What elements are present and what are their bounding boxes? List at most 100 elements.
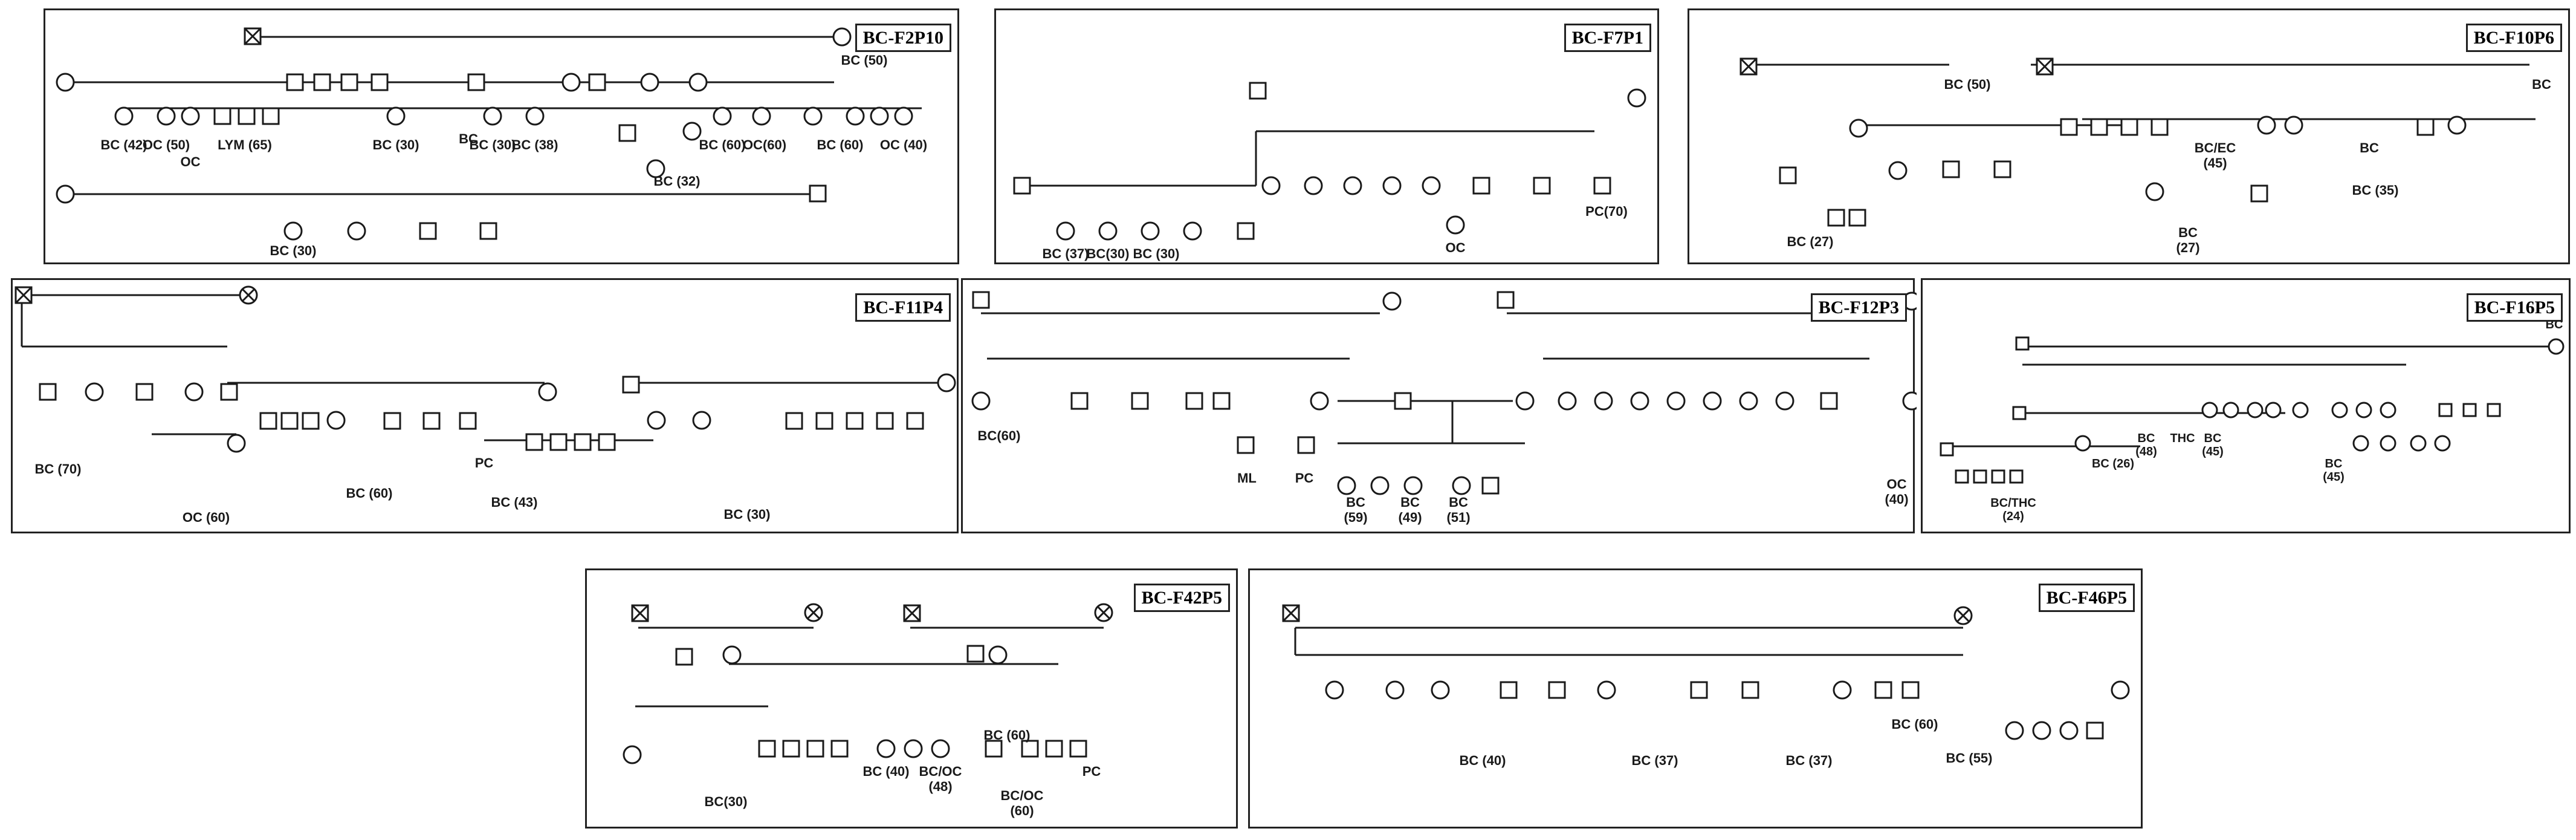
pedigree-lines <box>1947 345 2551 448</box>
pedigree-label: BC <box>1449 495 1468 510</box>
pedigree-label: (27) <box>2176 240 2199 255</box>
pedigree-label: BC (37) <box>1631 753 1678 768</box>
pedigree-title: BC-F42P5 <box>1133 584 1230 612</box>
pedigree-label: OC <box>1887 477 1907 492</box>
pedigree-label: BC <box>1400 495 1420 510</box>
pedigree-label: BC (32) <box>653 174 700 189</box>
pedigree-panel-bc-f46p5: BC (40) BC (37) BC (37) BC (60) BC (55) … <box>1248 568 2143 829</box>
pedigree-label: BC <box>2532 77 2551 92</box>
pedigree-diagram: PC(70) BC (37) BC(30) BC (30) OC <box>1013 82 1646 261</box>
pedigree-label: BC (38) <box>511 137 558 152</box>
pedigree-label-texts: BC (50) BC BC/EC (45) BC BC (35) BC (27)… <box>1787 77 2551 255</box>
pedigree-diagram: BC (50) BC BC/EC (45) BC BC (35) BC (27)… <box>1739 57 2551 255</box>
pedigree-label: BC <box>2138 432 2155 445</box>
pedigree-title: BC-F2P10 <box>855 24 951 52</box>
pedigree-label: BC (27) <box>1787 234 1833 249</box>
pedigree-diagram: BC (50) BC BC (42) OC (50) OC LYM (65) B… <box>56 27 927 258</box>
pedigree-symbols <box>1282 604 2130 740</box>
pedigree-diagram: BC (40) BC (37) BC (37) BC (60) BC (55) <box>1282 604 2130 768</box>
pedigree-panel-bc-f12p3: BC(60) ML PC BC (59) BC (49) BC (51) OC … <box>961 278 1917 533</box>
pedigree-label: (48) <box>928 779 952 794</box>
pedigree-label: (59) <box>1344 510 1367 525</box>
pedigree-label: (45) <box>2323 470 2345 484</box>
pedigree-label: BC (35) <box>2352 183 2398 198</box>
pedigree-lines <box>1029 130 1594 187</box>
pedigree-label: BC (30) <box>270 243 316 258</box>
pedigree-label: BC <box>2360 140 2379 155</box>
pedigree-lines <box>1294 627 1963 656</box>
pedigree-lines <box>21 294 943 441</box>
pedigree-symbols <box>15 285 956 453</box>
pedigree-label-texts: BC (60) BC (40) BC/OC (48) BC/OC (60) PC… <box>705 728 1101 818</box>
pedigree-title: BC-F7P1 <box>1564 24 1651 52</box>
pedigree-label: OC (40) <box>880 137 927 152</box>
pedigree-label: (60) <box>1010 803 1034 818</box>
pedigree-label: PC <box>1083 764 1101 779</box>
pedigree-panel-bc-f11p4: BC (70) OC (60) BC (60) PC BC (43) BC (3… <box>11 278 959 533</box>
pedigree-label: BC <box>2204 432 2222 445</box>
pedigree-title: BC-F46P5 <box>2038 584 2135 612</box>
pedigree-label: BC (60) <box>346 486 392 501</box>
pedigree-label-texts: BC BC (48) THC BC (45) BC (26) BC/THC (2… <box>1990 318 2563 523</box>
pedigree-label: BC (40) <box>1459 753 1506 768</box>
pedigree-label: BC (30) <box>723 507 770 522</box>
pedigree-label: BC (37) <box>1042 246 1089 261</box>
pedigree-title: BC-F12P3 <box>1810 293 1907 322</box>
pedigree-label: BC (30) <box>372 137 419 152</box>
pedigree-label: ML <box>1237 470 1257 486</box>
pedigree-label: (48) <box>2135 445 2157 458</box>
pedigree-diagram: BC (70) OC (60) BC (60) PC BC (43) BC (3… <box>15 285 956 525</box>
pedigree-label: OC (50) <box>143 137 190 152</box>
pedigree-symbols <box>56 27 913 241</box>
pedigree-symbols <box>1013 82 1646 241</box>
pedigree-label: BC (60) <box>1891 717 1938 732</box>
pedigree-label: (40) <box>1885 492 1908 507</box>
pedigree-title: BC-F11P4 <box>855 293 951 322</box>
pedigree-panel-bc-f7p1: PC(70) BC (37) BC(30) BC (30) OC BC-F7P1 <box>994 8 1659 264</box>
pedigree-label: BC (30) <box>1133 246 1179 261</box>
pedigree-label: BC (37) <box>1785 753 1832 768</box>
pedigree-label: OC <box>181 154 201 169</box>
pedigree-label: BC/OC <box>1001 788 1044 803</box>
pedigree-label: BC/OC <box>919 764 962 779</box>
pedigree-panel-bc-f16p5: BC BC (48) THC BC (45) BC (26) BC/THC (2… <box>1921 278 2571 533</box>
pedigree-diagram: BC (60) BC (40) BC/OC (48) BC/OC (60) PC… <box>623 603 1113 818</box>
pedigree-label-texts: PC(70) BC (37) BC(30) BC (30) OC <box>1042 204 1627 261</box>
pedigree-label: BC/THC <box>1990 497 2036 510</box>
pedigree-title: BC-F10P6 <box>2465 24 2562 52</box>
pedigree-lines <box>981 312 1906 444</box>
pedigree-label-texts: BC(60) ML PC BC (59) BC (49) BC (51) OC … <box>978 428 1909 525</box>
pedigree-label: BC (42) <box>100 137 147 152</box>
pedigree-label: BC (26) <box>2092 457 2134 470</box>
pedigree-label: BC (40) <box>862 764 909 779</box>
pedigree-symbols <box>1739 57 2467 227</box>
pedigree-label: BC (60) <box>817 137 863 152</box>
pedigree-panel-bc-f2p10: BC (50) BC BC (42) OC (50) OC LYM (65) B… <box>44 8 959 264</box>
pedigree-label: PC <box>1295 470 1314 486</box>
pedigree-label: BC <box>2178 225 2198 240</box>
pedigree-label: BC (60) <box>699 137 745 152</box>
pedigree-label: BC <box>2325 457 2343 470</box>
pedigree-label: (49) <box>1398 510 1422 525</box>
pedigree-label-texts: BC (70) OC (60) BC (60) PC BC (43) BC (3… <box>34 455 770 525</box>
pedigree-diagram: BC(60) ML PC BC (59) BC (49) BC (51) OC … <box>971 291 1917 525</box>
pedigree-lines <box>635 627 1104 708</box>
pedigree-label: THC <box>2170 432 2195 445</box>
pedigree-title: BC-F16P5 <box>2466 293 2563 322</box>
pedigree-label: BC (55) <box>1946 750 1992 766</box>
pedigree-diagram: BC BC (48) THC BC (45) BC (26) BC/THC (2… <box>1940 318 2565 523</box>
pedigree-label: BC(60) <box>978 428 1021 443</box>
pedigree-label: (45) <box>2203 155 2227 171</box>
pedigree-label: OC <box>1446 240 1466 255</box>
pedigree-label-texts: BC (40) BC (37) BC (37) BC (60) BC (55) <box>1459 717 1992 768</box>
pedigree-label: (45) <box>2202 445 2224 458</box>
pedigree-label: BC <box>459 131 478 146</box>
pedigree-label: BC/EC <box>2195 140 2236 155</box>
pedigree-panel-bc-f42p5: BC (60) BC (40) BC/OC (48) BC/OC (60) PC… <box>585 568 1238 829</box>
pedigree-label: OC (60) <box>183 510 230 525</box>
pedigree-label: BC (70) <box>34 461 81 477</box>
pedigree-label: LYM (65) <box>218 137 272 152</box>
pedigree-label: BC(30) <box>1087 246 1130 261</box>
pedigree-label: BC (43) <box>491 495 537 510</box>
pedigree-symbols <box>1940 336 2565 484</box>
